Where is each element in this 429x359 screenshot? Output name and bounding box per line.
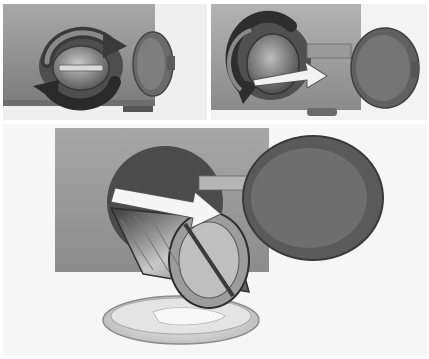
- step-2-panel: [211, 4, 427, 120]
- hatch-cover-icon: [351, 28, 419, 108]
- step-3-panel: [3, 124, 427, 356]
- drain-tray-icon: [103, 296, 259, 344]
- step-1-panel: [3, 4, 207, 120]
- hatch-cover-icon: [243, 136, 383, 260]
- step-3-illustration: [3, 124, 427, 356]
- step-1-illustration: [3, 4, 207, 120]
- step-2-illustration: [211, 4, 427, 120]
